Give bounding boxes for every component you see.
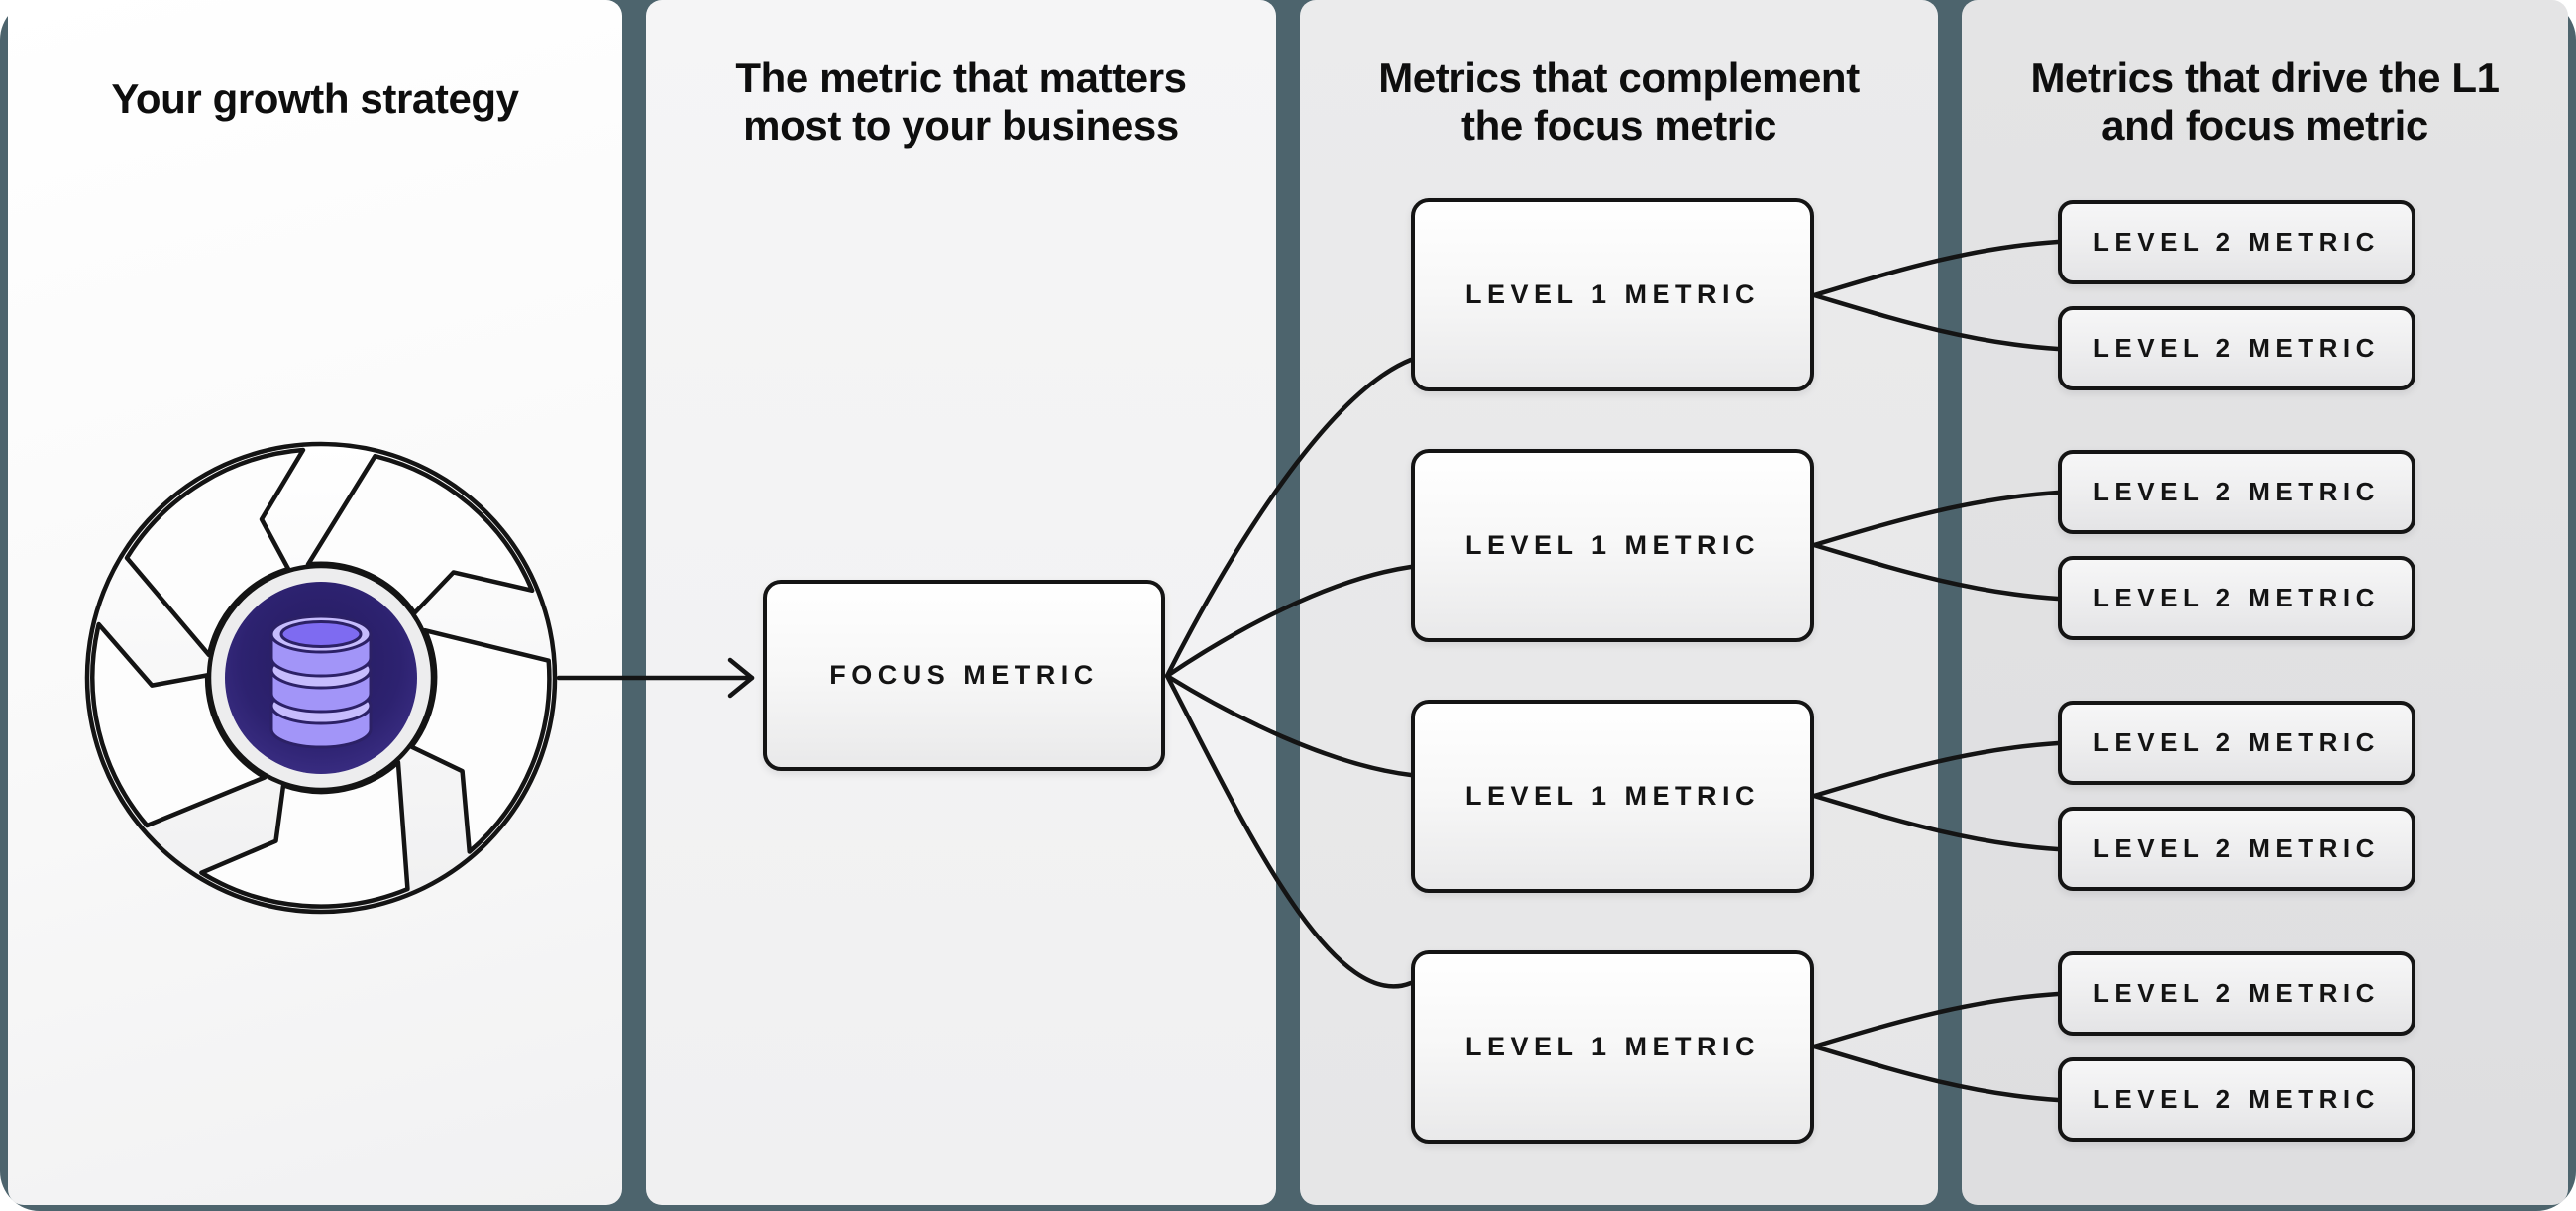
panel-title: Metrics that drive the L1 and focus metr… xyxy=(1962,55,2568,150)
level2-metric-label: LEVEL 2 METRIC xyxy=(2093,333,2380,363)
level1-metric-box: LEVEL 1 METRIC xyxy=(1411,950,1814,1144)
level1-metric-box: LEVEL 1 METRIC xyxy=(1411,700,1814,893)
level2-metric-box: LEVEL 2 METRIC xyxy=(2058,701,2415,785)
level2-metric-box: LEVEL 2 METRIC xyxy=(2058,450,2415,534)
level2-metric-box: LEVEL 2 METRIC xyxy=(2058,807,2415,891)
database-icon xyxy=(269,614,373,749)
level2-metric-box: LEVEL 2 METRIC xyxy=(2058,1057,2415,1142)
panel-title-line: Metrics that complement xyxy=(1378,55,1860,101)
panel-title-line: The metric that matters xyxy=(735,55,1187,101)
panel-title: The metric that matters most to your bus… xyxy=(646,55,1276,150)
level1-metric-label: LEVEL 1 METRIC xyxy=(1464,279,1761,309)
level2-metric-box: LEVEL 2 METRIC xyxy=(2058,200,2415,284)
level2-metric-label: LEVEL 2 METRIC xyxy=(2093,477,2380,506)
panel-title: Your growth strategy xyxy=(8,75,622,123)
level1-metric-label: LEVEL 1 METRIC xyxy=(1464,1032,1761,1061)
level1-metric-box: LEVEL 1 METRIC xyxy=(1411,449,1814,642)
level1-metric-label: LEVEL 1 METRIC xyxy=(1464,530,1761,560)
panel-title-line: and focus metric xyxy=(2101,102,2428,149)
focus-metric-box: FOCUS METRIC xyxy=(763,580,1165,771)
level2-metric-label: LEVEL 2 METRIC xyxy=(2093,833,2380,863)
level2-metric-label: LEVEL 2 METRIC xyxy=(2093,583,2380,612)
growth-cycle-icon xyxy=(84,441,558,915)
level2-metric-box: LEVEL 2 METRIC xyxy=(2058,306,2415,390)
focus-metric-label: FOCUS METRIC xyxy=(829,660,1099,690)
panel-title: Metrics that complement the focus metric xyxy=(1300,55,1938,150)
panel-title-line: Metrics that drive the L1 xyxy=(2030,55,2500,101)
level2-metric-label: LEVEL 2 METRIC xyxy=(2093,978,2380,1008)
panel-title-line: most to your business xyxy=(743,102,1179,149)
level2-metric-label: LEVEL 2 METRIC xyxy=(2093,227,2380,257)
panel-title-line: Your growth strategy xyxy=(111,75,519,122)
pinwheel-blades xyxy=(90,447,552,909)
level2-metric-box: LEVEL 2 METRIC xyxy=(2058,951,2415,1036)
panel-title-line: the focus metric xyxy=(1460,102,1776,149)
level2-metric-box: LEVEL 2 METRIC xyxy=(2058,556,2415,640)
level1-metric-box: LEVEL 1 METRIC xyxy=(1411,198,1814,391)
level1-metric-label: LEVEL 1 METRIC xyxy=(1464,781,1761,811)
level2-metric-label: LEVEL 2 METRIC xyxy=(2093,1084,2380,1114)
level2-metric-label: LEVEL 2 METRIC xyxy=(2093,727,2380,757)
